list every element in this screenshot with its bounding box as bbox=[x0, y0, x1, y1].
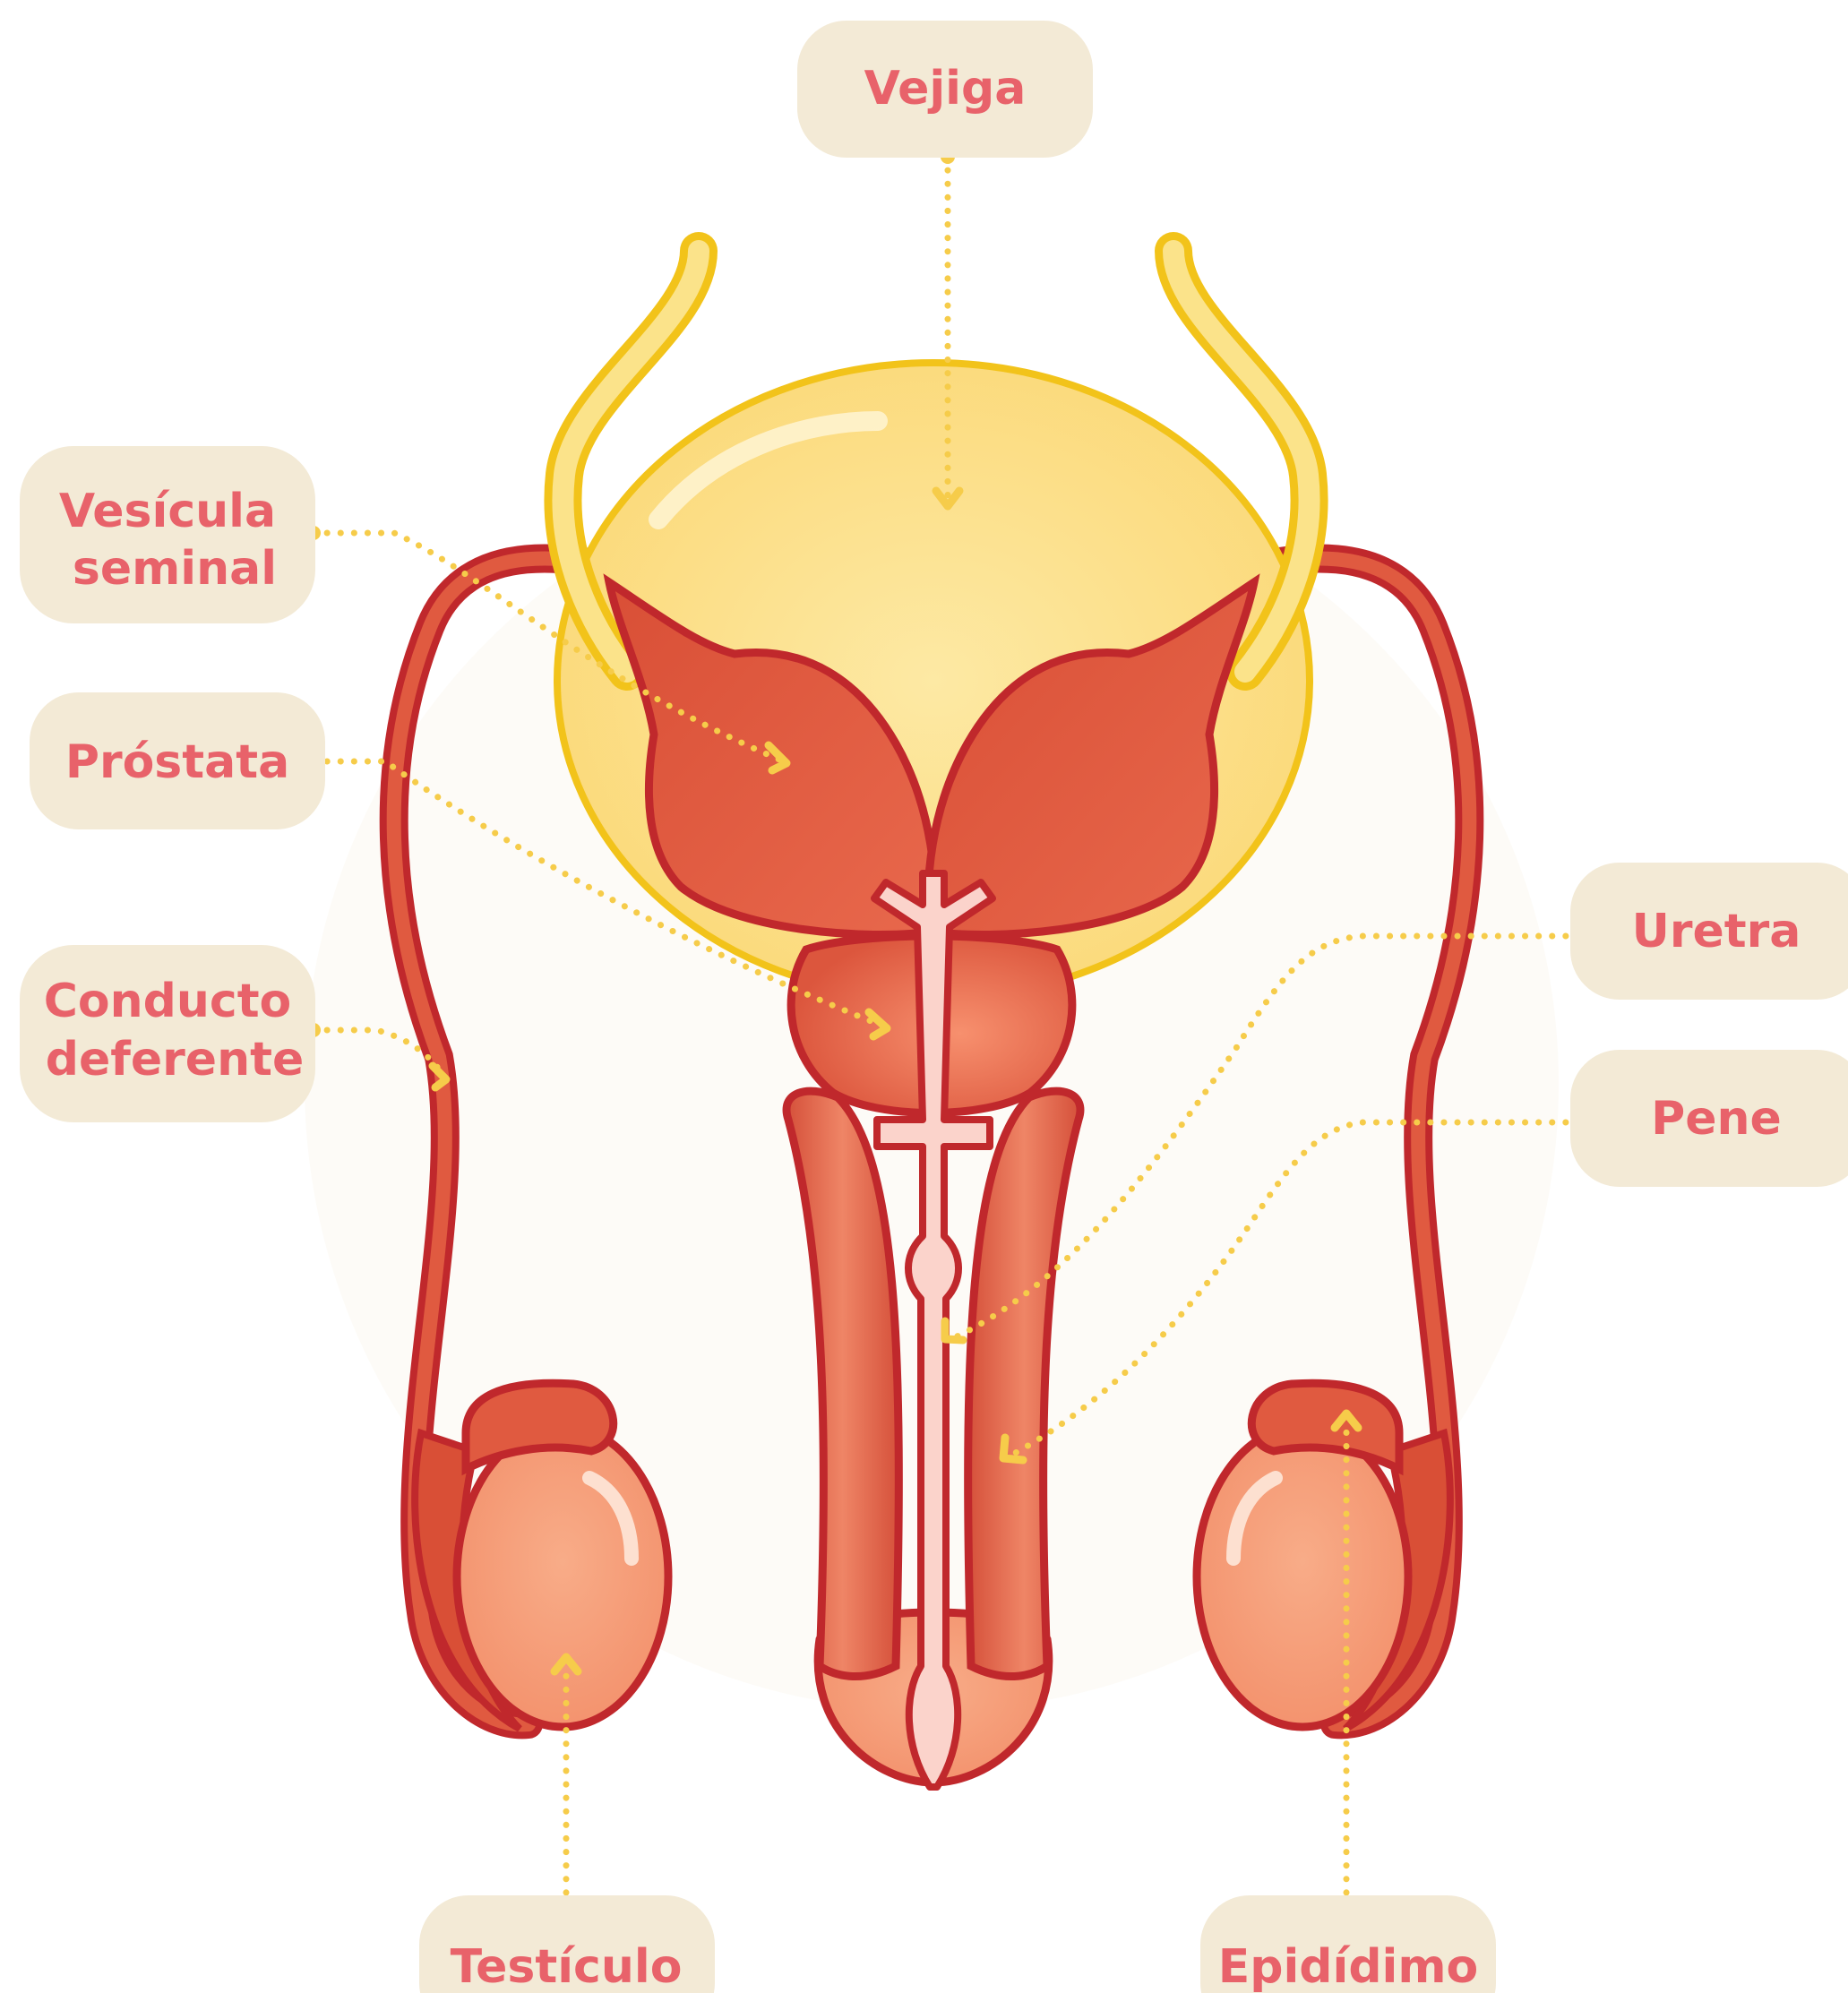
label-vesicula-line2: seminal bbox=[73, 542, 277, 596]
label-conducto-deferente: Conducto deferente bbox=[20, 945, 315, 1122]
label-uretra: Uretra bbox=[1570, 863, 1848, 1000]
label-epididimo: Epidídimo bbox=[1200, 1895, 1496, 1993]
label-vesicula-seminal: Vesícula seminal bbox=[20, 446, 315, 623]
label-uretra-text: Uretra bbox=[1632, 905, 1801, 958]
label-conducto-line1: Conducto bbox=[44, 975, 292, 1028]
label-prostata: Próstata bbox=[30, 692, 325, 829]
label-pene: Pene bbox=[1570, 1050, 1848, 1187]
label-vejiga-text: Vejiga bbox=[864, 62, 1027, 116]
label-epididimo-text: Epidídimo bbox=[1218, 1940, 1479, 1993]
label-pene-text: Pene bbox=[1651, 1092, 1782, 1146]
label-prostata-text: Próstata bbox=[65, 735, 289, 789]
label-testiculo-text: Testículo bbox=[451, 1940, 683, 1993]
label-vesicula-line1: Vesícula bbox=[59, 485, 276, 538]
label-vejiga: Vejiga bbox=[797, 21, 1093, 158]
label-conducto-line2: deferente bbox=[46, 1033, 304, 1087]
label-testiculo: Testículo bbox=[419, 1895, 715, 1993]
